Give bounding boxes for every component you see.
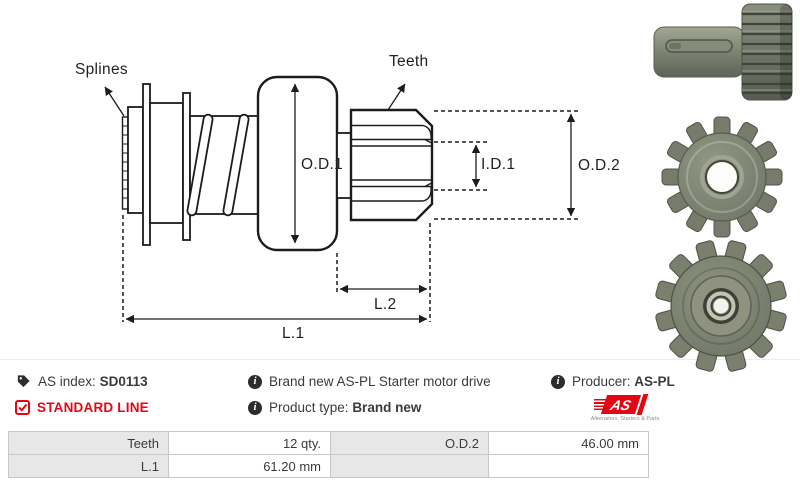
label-l2: L.2: [374, 296, 397, 313]
info-icon: i: [551, 374, 565, 389]
spec-label-cell: L.1: [9, 455, 169, 478]
spec-table: Teeth 12 qty. O.D.2 46.00 mm L.1 61.20 m…: [8, 431, 649, 478]
description-text: Brand new AS-PL Starter motor drive: [269, 374, 491, 389]
drive-body-outline: [121, 75, 434, 252]
as-index-value: SD0113: [99, 374, 148, 389]
standard-line-label: STANDARD LINE: [37, 400, 149, 415]
label-id1: I.D.1: [481, 156, 516, 173]
label-od2: O.D.2: [578, 157, 620, 174]
label-splines: Splines: [75, 61, 128, 78]
photo-pinion-side-view: [653, 3, 793, 101]
producer-text: Producer: AS-PL: [572, 374, 675, 389]
as-index-text: AS index: SD0113: [38, 374, 148, 389]
logo-as-mark: AS: [600, 395, 642, 414]
label-teeth: Teeth: [389, 53, 429, 70]
as-index-item: AS index: SD0113: [16, 374, 148, 389]
product-type-label: Product type:: [269, 400, 349, 415]
producer-value: AS-PL: [634, 374, 675, 389]
spec-label-cell: Teeth: [9, 432, 169, 455]
spec-label-cell: O.D.2: [331, 432, 489, 455]
description-item: i Brand new AS-PL Starter motor drive: [248, 374, 491, 389]
tag-icon: [16, 374, 31, 389]
spec-label-cell: [331, 455, 489, 478]
checked-checkbox-icon: [15, 400, 30, 415]
label-od1: O.D.1: [301, 156, 343, 173]
spec-value-cell: 12 qty.: [169, 432, 331, 455]
label-l1: L.1: [282, 325, 305, 342]
as-pl-logo: AS Alternators, Starters & Parts: [591, 394, 659, 425]
spec-value-cell: 46.00 mm: [489, 432, 649, 455]
info-icon: i: [248, 374, 262, 389]
as-index-label: AS index:: [38, 374, 96, 389]
producer-item: i Producer: AS-PL: [551, 374, 675, 389]
starter-drive-technical-drawing: [104, 75, 578, 324]
spec-value-cell: 61.20 mm: [169, 455, 331, 478]
product-type-text: Product type: Brand new: [269, 400, 421, 415]
section-divider: [0, 359, 800, 360]
info-icon: i: [248, 400, 262, 415]
producer-label: Producer:: [572, 374, 631, 389]
product-type-value: Brand new: [352, 400, 422, 415]
logo-tagline: Alternators, Starters & Parts: [590, 416, 660, 422]
logo-text: AS: [608, 396, 634, 413]
product-type-item: i Product type: Brand new: [248, 400, 421, 415]
spec-value-cell: [489, 455, 649, 478]
standard-line-item: STANDARD LINE: [15, 400, 149, 415]
photo-pinion-back-view: [655, 240, 787, 372]
photo-pinion-front-view: [661, 116, 783, 238]
dimension-lines: [104, 83, 578, 324]
